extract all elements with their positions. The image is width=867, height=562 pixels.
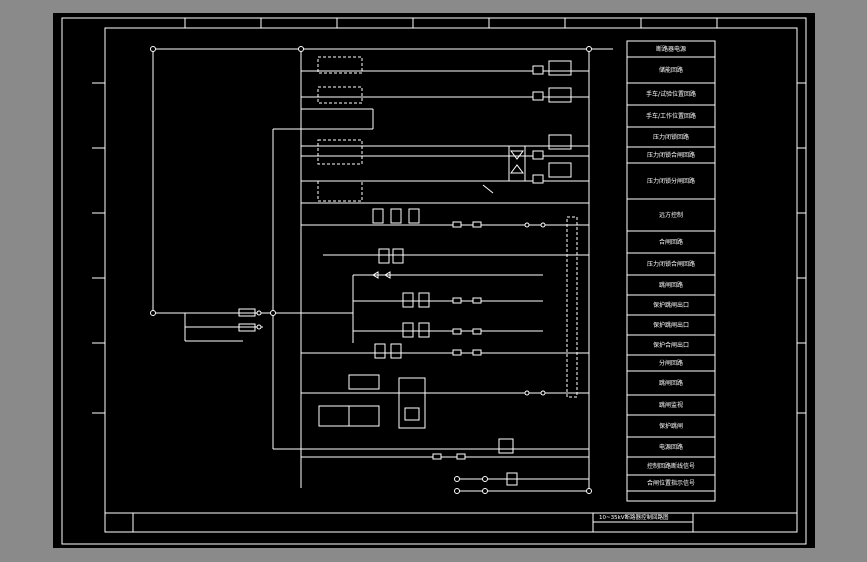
legend-row-label: 合闸回路	[659, 238, 683, 246]
legend-row-label: 合闸位置指示信号	[647, 479, 695, 487]
legend-row-label: 压力闭锁回路	[653, 133, 689, 141]
drawing-title: 10~35kV断路器控制回路图	[599, 513, 669, 521]
legend-row-label: 保护合闸出口	[653, 341, 689, 349]
legend-row-label: 跳闸监视	[659, 401, 683, 409]
schematic-canvas: 10~35kV断路器控制回路图	[61, 17, 807, 545]
left-inputs	[150, 308, 276, 342]
legend-row-label: 压力闭锁分闸回路	[647, 177, 695, 185]
legend-row-label: 储能回路	[659, 66, 683, 74]
title-block: 10~35kV断路器控制回路图	[105, 512, 797, 532]
legend-row-label: 手车/试验位置回路	[646, 90, 696, 98]
legend-row-label: 跳闸回路	[659, 379, 683, 387]
zone-ticks-top	[184, 18, 718, 28]
zone-ticks-side	[92, 82, 806, 414]
legend-rows: 断路器电源储能回路手车/试验位置回路手车/工作位置回路压力闭锁回路压力闭锁合闸回…	[627, 45, 715, 492]
legend-row-label: 压力闭锁合闸回路	[647, 151, 695, 159]
legend-row-label: 保护跳闸出口	[653, 321, 689, 329]
legend-row-label: 保护跳闸出口	[653, 301, 689, 309]
legend-row-label: 分闸回路	[659, 359, 683, 367]
legend-row-label: 手车/工作位置回路	[646, 112, 696, 120]
legend-table	[626, 40, 716, 502]
legend-row-label: 控制回路断线信号	[647, 462, 695, 470]
upper-branches	[272, 56, 589, 449]
legend-row-label: 远方控制	[659, 211, 683, 219]
outer-border	[61, 17, 807, 545]
legend-row-label: 跳闸回路	[659, 281, 683, 289]
legend-row-label: 断路器电源	[656, 45, 686, 53]
drawing-sheet: 10~35kV断路器控制回路图	[53, 13, 815, 548]
legend-row-label: 保护跳闸	[659, 422, 683, 430]
legend-row-label: 电源回路	[659, 443, 683, 451]
relay-section	[273, 208, 592, 494]
inner-border	[104, 27, 798, 533]
legend-row-label: 压力闭锁合闸回路	[647, 260, 695, 268]
power-buses	[150, 46, 613, 491]
